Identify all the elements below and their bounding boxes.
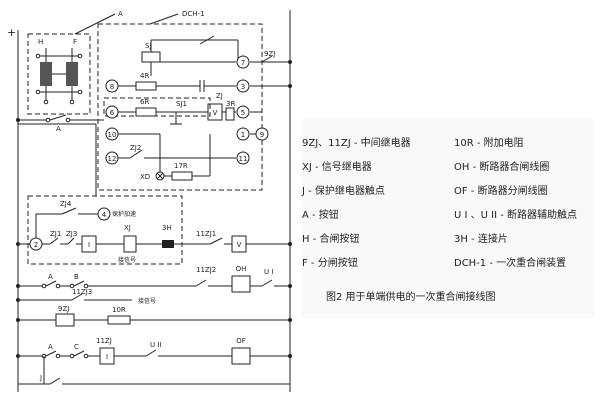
button-f-body xyxy=(66,62,78,86)
dch1-device: DCH-1 xyxy=(97,10,263,191)
dch1-label: DCH-1 xyxy=(182,10,205,18)
dch1-internal-wiring: SJ 4R 6R SJ1 ZJ V 3R xyxy=(103,35,290,181)
terminal-5-label: 5 xyxy=(241,109,245,117)
signal-label-1: 接信号 xyxy=(118,256,136,264)
plus-rail-label: + xyxy=(7,26,16,39)
terminal-2-label: 2 xyxy=(34,241,38,249)
switch-b1-label: B xyxy=(74,273,79,281)
switch-a2-label: A xyxy=(48,343,53,351)
terminal-7-label: 7 xyxy=(241,59,245,67)
terminal-12-label: 12 xyxy=(108,155,117,163)
eleven-zj3-label: 11ZJ3 xyxy=(72,288,92,296)
button-assembly-a: A H F xyxy=(27,10,123,115)
terminal-4-label: 4 xyxy=(102,211,107,219)
zj4-label: ZJ4 xyxy=(60,200,72,208)
terminal-9-label: 9 xyxy=(260,131,264,139)
device-a-label: A xyxy=(118,10,123,18)
of-label: OF xyxy=(236,337,246,345)
junction-dots xyxy=(16,60,292,358)
button-h-body xyxy=(40,62,52,86)
terminal-1-label: 1 xyxy=(241,131,245,139)
legend-left-4: A - 按钮 xyxy=(302,210,339,221)
terminal-3-label: 3 xyxy=(241,83,245,91)
button-f-label: F xyxy=(73,38,77,46)
terminal-7 xyxy=(236,55,250,69)
terminal-10-label: 10 xyxy=(108,131,117,139)
resistor-6r-label: 6R xyxy=(140,98,149,106)
switch-a1-label: A xyxy=(48,273,53,281)
terminal-10 xyxy=(105,127,119,141)
zj1-label: ZJ1 xyxy=(50,230,61,238)
figure-caption: 图2 用于单端供电的一次重合闸接线图 xyxy=(326,292,496,303)
nine-zj-b-label: 9ZJ xyxy=(58,305,69,313)
signal-label-2: 接信号 xyxy=(138,297,156,305)
ui-label: U I xyxy=(264,268,273,276)
terminal-3 xyxy=(236,79,250,93)
eleven-zj2-label: 11ZJ2 xyxy=(196,266,216,274)
terminal-8 xyxy=(105,79,119,93)
resistor-10r-label: 10R xyxy=(112,306,126,314)
legend-left-2: XJ - 信号继电器 xyxy=(302,162,372,173)
trip-circuit: ZJ4 保护加速 ZJ1 ZJ3 I XJ 接信号 3H 11ZJ1 V xyxy=(18,123,290,265)
legend-right-4: U I 、U II - 断路器辅助触点 xyxy=(454,210,577,221)
button-h-label: H xyxy=(38,38,43,46)
legend-left-3: J - 保护继电器触点 xyxy=(302,186,385,197)
xj-label: XJ xyxy=(124,224,131,232)
resistor-17r-label: 17R xyxy=(174,162,188,170)
reset-circuit: 9ZJ 10R xyxy=(18,305,290,327)
legend-right-3: OF - 断路器分闸线圈 xyxy=(454,186,548,197)
terminal-5 xyxy=(236,105,250,119)
legend-right-2: OH - 断路器合闸线圈 xyxy=(454,162,550,173)
coil-11zj-v: V xyxy=(237,241,242,249)
button-a-label: A xyxy=(56,125,61,133)
terminal-6 xyxy=(105,105,119,119)
legend-left-6: F - 分闸按钮 xyxy=(302,258,358,269)
resistor-4r-label: 4R xyxy=(140,72,149,80)
signal-circuit: 11ZJ3 接信号 xyxy=(18,288,156,305)
h3-connector xyxy=(162,240,174,248)
legend-right-5: 3H - 连接片 xyxy=(454,234,508,245)
eleven-zj-label: 11ZJ xyxy=(96,337,112,345)
legend-left-5: H - 合闸按钮 xyxy=(302,234,360,245)
uii-label: U II xyxy=(150,341,161,349)
closing-circuit: 11ZJ2 A B OH U I xyxy=(18,265,290,293)
dch1-terminals: 7 8 3 6 5 10 1 12 11 2 4 9 xyxy=(29,55,269,251)
eleven-zj1-label: 11ZJ1 xyxy=(196,230,216,238)
sj1-label: SJ1 xyxy=(176,100,187,108)
zj-label: ZJ xyxy=(216,92,223,100)
terminal-1 xyxy=(236,127,250,141)
switch-j-label: J xyxy=(39,374,42,382)
legend-right-1: 10R - 附加电阻 xyxy=(454,138,524,149)
nine-zj-label: 9ZJ xyxy=(264,50,275,58)
terminal-11-label: 11 xyxy=(239,155,248,163)
terminal-8-label: 8 xyxy=(110,83,114,91)
terminal-11 xyxy=(236,151,250,165)
oh-label: OH xyxy=(236,265,247,273)
zj2-label: ZJ2 xyxy=(130,144,141,152)
terminal-12 xyxy=(105,151,119,165)
trip-coil-circuit: A C 11ZJ I U II OF J xyxy=(18,337,290,385)
legend-right-6: DCH-1 - 一次重合闸装置 xyxy=(454,258,567,269)
terminal-9 xyxy=(255,127,269,141)
terminal-6-label: 6 xyxy=(110,109,115,117)
resistor-3r-label: 3R xyxy=(226,100,235,108)
coil-11zj-i: I xyxy=(106,353,108,361)
sj-label: SJ xyxy=(145,42,152,50)
switch-c2-label: C xyxy=(74,343,79,351)
zj-coil-i: I xyxy=(88,241,90,249)
zj-coil-v: V xyxy=(213,109,218,117)
zj3-label: ZJ3 xyxy=(66,230,77,238)
legend: 9ZJ、11ZJ - 中间继电器 XJ - 信号继电器 J - 保护继电器触点 … xyxy=(302,118,594,318)
xd-label: XD xyxy=(140,173,150,181)
dc-rails xyxy=(17,10,291,392)
legend-left-1: 9ZJ、11ZJ - 中间继电器 xyxy=(302,138,411,149)
protect-accel-label: 保护加速 xyxy=(112,210,136,218)
h3-label: 3H xyxy=(162,224,172,232)
